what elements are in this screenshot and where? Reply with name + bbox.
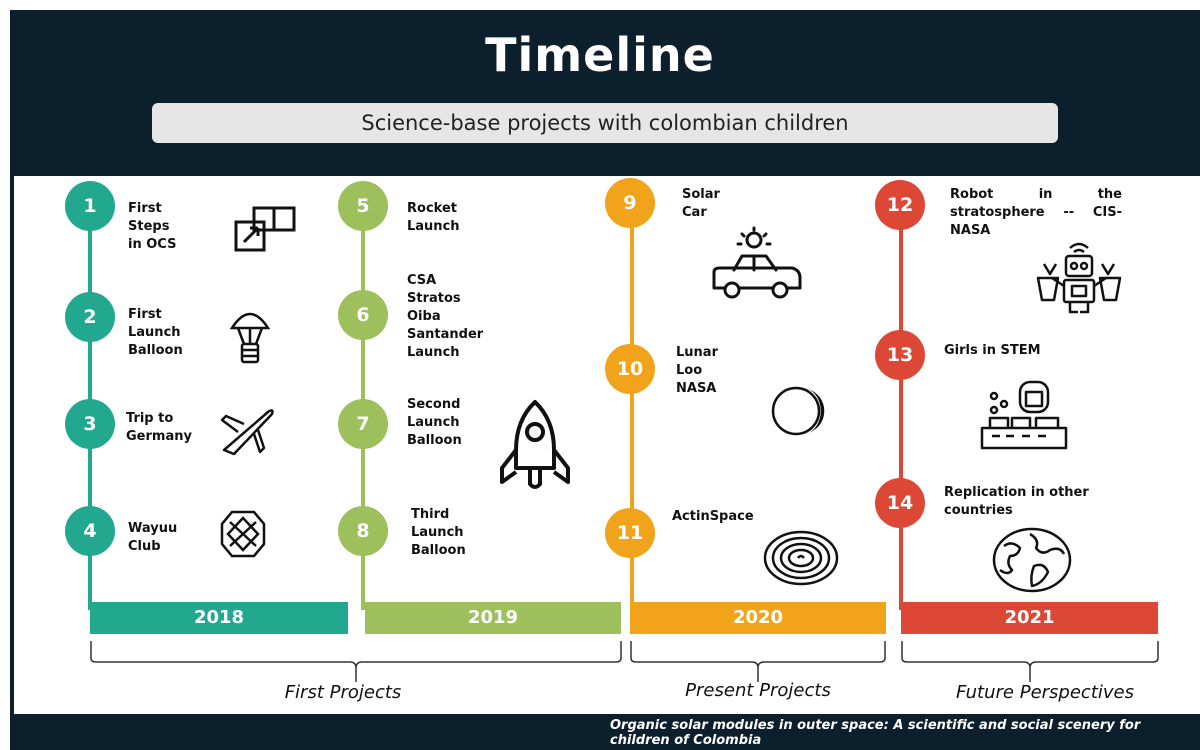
timeline-line-2020 bbox=[630, 200, 634, 610]
airplane-icon bbox=[220, 409, 274, 456]
year-bar-2018: 2018 bbox=[90, 602, 348, 634]
milestone-node-4: 4 bbox=[65, 506, 115, 556]
year-bar-2020: 2020 bbox=[630, 602, 886, 634]
brace-first-projects bbox=[90, 641, 622, 682]
milestone-label-1: First Steps in OCS bbox=[128, 201, 177, 252]
lab-machine-icon bbox=[980, 380, 1068, 450]
milestone-label-3: Trip to Germany bbox=[126, 411, 192, 444]
rocket-icon bbox=[500, 400, 570, 489]
footer-line-1: Organic solar modules in outer space: A … bbox=[610, 718, 1141, 733]
milestone-node-6: 6 bbox=[338, 290, 388, 340]
milestone-label-14: Replication in other countries bbox=[944, 485, 1089, 518]
milestone-label-2: First Launch Balloon bbox=[128, 307, 183, 358]
milestone-label-4: Wayuu Club bbox=[128, 521, 178, 554]
year-bar-2021: 2021 bbox=[901, 602, 1158, 634]
brace-future-perspectives bbox=[901, 641, 1159, 682]
milestone-label-10: Lunar Loo NASA bbox=[676, 345, 718, 396]
milestone-label-7: Second Launch Balloon bbox=[407, 397, 462, 448]
milestone-label-11: ActinSpace bbox=[672, 509, 754, 524]
brace-present-projects bbox=[630, 641, 886, 682]
group-label-present-projects: Present Projects bbox=[685, 680, 831, 701]
year-bar-2019: 2019 bbox=[365, 602, 621, 634]
milestone-label-9: Solar Car bbox=[682, 187, 720, 220]
solar-car-icon bbox=[712, 226, 802, 299]
puzzle-icon bbox=[234, 206, 296, 252]
milestone-node-12: 12 bbox=[875, 180, 925, 230]
milestone-label-6: CSA Stratos Oiba Santander Launch bbox=[407, 273, 484, 360]
milestone-node-14: 14 bbox=[875, 478, 925, 528]
milestone-node-2: 2 bbox=[65, 292, 115, 342]
milestone-node-11: 11 bbox=[605, 508, 655, 558]
footer-line-2: children of Colombia bbox=[610, 733, 762, 748]
milestone-node-1: 1 bbox=[65, 181, 115, 231]
milestone-node-3: 3 bbox=[65, 399, 115, 449]
milestone-node-7: 7 bbox=[338, 399, 388, 449]
milestone-node-8: 8 bbox=[338, 506, 388, 556]
group-label-future-perspectives: Future Perspectives bbox=[956, 682, 1134, 703]
milestone-label-12: Robot in the stratosphere -- CIS-NASA bbox=[950, 187, 1122, 238]
milestone-label-5: Rocket Launch bbox=[407, 201, 460, 234]
robot-icon bbox=[1036, 242, 1122, 314]
moon-icon bbox=[771, 386, 825, 436]
milestone-label-13: Girls in STEM bbox=[944, 343, 1041, 358]
milestone-node-9: 9 bbox=[605, 178, 655, 228]
milestone-label-8: Third Launch Balloon bbox=[411, 507, 466, 558]
timeline-line-2021 bbox=[899, 200, 903, 610]
woven-pattern-icon bbox=[220, 510, 266, 558]
spiral-icon bbox=[763, 530, 839, 586]
milestone-node-13: 13 bbox=[875, 330, 925, 380]
parachute-icon bbox=[229, 312, 271, 364]
subtitle-banner: Science-base projects with colombian chi… bbox=[152, 103, 1058, 143]
milestone-node-5: 5 bbox=[338, 181, 388, 231]
group-label-first-projects: First Projects bbox=[284, 682, 402, 703]
page-title: Timeline bbox=[485, 28, 715, 82]
footer-caption: Organic solar modules in outer space: A … bbox=[610, 718, 1200, 748]
milestone-node-10: 10 bbox=[605, 344, 655, 394]
globe-icon bbox=[992, 527, 1072, 593]
